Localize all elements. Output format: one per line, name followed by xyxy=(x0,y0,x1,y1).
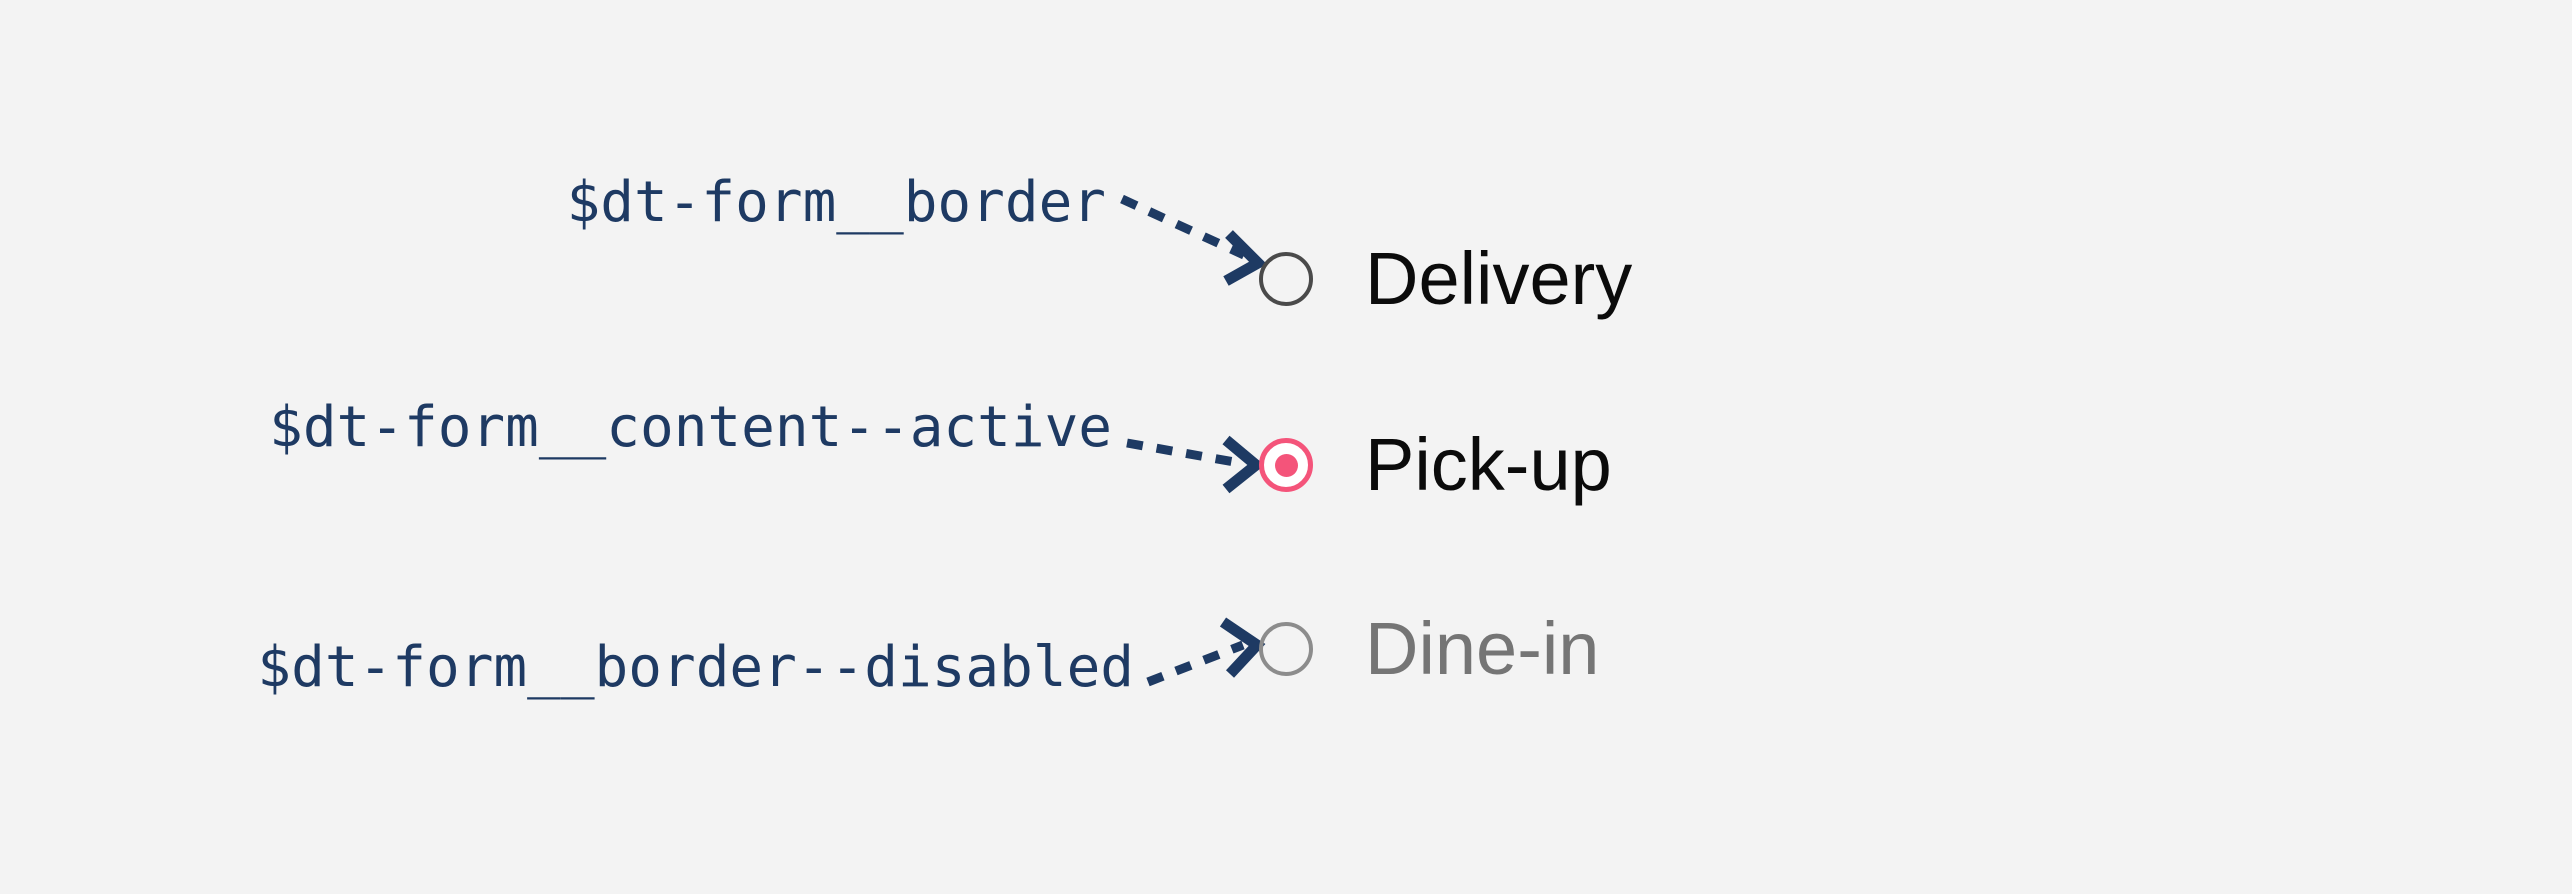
radio-checked-icon[interactable] xyxy=(1259,438,1313,492)
arrow-to-dinein-radio xyxy=(1146,617,1266,687)
token-label-form-border-disabled: $dt-form__border--disabled xyxy=(257,635,1134,700)
token-label-form-border: $dt-form__border xyxy=(566,170,1106,235)
radio-option-pickup[interactable]: Pick-up xyxy=(1259,428,1612,502)
radio-option-label-pickup: Pick-up xyxy=(1365,423,1612,506)
radio-option-delivery[interactable]: Delivery xyxy=(1259,242,1632,316)
radio-option-dinein: Dine-in xyxy=(1259,612,1599,686)
radio-option-label-delivery: Delivery xyxy=(1365,237,1633,320)
radio-unchecked-disabled-icon xyxy=(1259,622,1313,676)
token-label-form-content-active: $dt-form__content--active xyxy=(269,395,1112,460)
arrow-to-pickup-radio xyxy=(1126,435,1265,494)
radio-dot xyxy=(1274,453,1298,477)
radio-unchecked-icon[interactable] xyxy=(1259,252,1313,306)
radio-option-label-dinein: Dine-in xyxy=(1365,607,1600,690)
arrow-to-delivery-radio xyxy=(1120,194,1268,286)
